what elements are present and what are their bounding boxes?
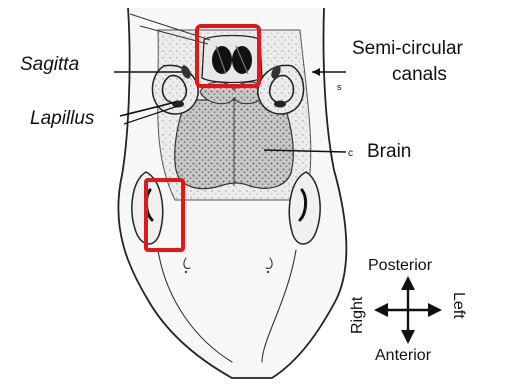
orientation-compass: Posterior Anterior Right Left	[349, 257, 467, 364]
arrow-left-icon	[374, 303, 388, 317]
label-canals: canals	[392, 64, 447, 85]
label-brain: Brain	[367, 141, 411, 162]
label-right: Right	[349, 296, 366, 334]
label-lapillus: Lapillus	[30, 108, 95, 129]
canal-mark: s	[337, 82, 342, 92]
brain-mark: c	[348, 148, 353, 159]
arrow-down-icon	[401, 330, 415, 344]
arrow-up-icon	[401, 276, 415, 290]
label-semi-circular: Semi-circular	[352, 38, 464, 59]
label-left: Left	[450, 292, 467, 319]
label-anterior: Anterior	[375, 347, 432, 364]
label-posterior: Posterior	[368, 257, 433, 274]
label-sagitta: Sagitta	[20, 54, 79, 75]
arrow-right-icon	[428, 303, 442, 317]
